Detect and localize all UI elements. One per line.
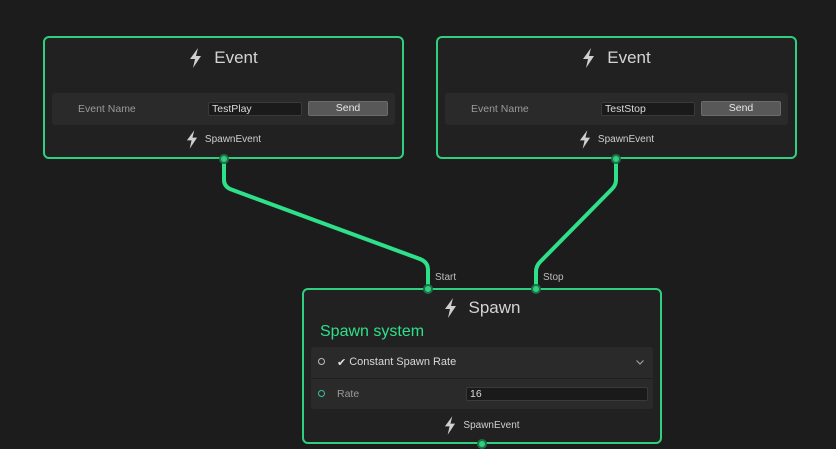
output-port-spawn[interactable] [477, 439, 487, 449]
output-port-teststop[interactable] [611, 154, 621, 164]
output-label: SpawnEvent [204, 133, 262, 145]
lightning-bolt-icon [186, 129, 198, 149]
event-name-input[interactable]: TestStop [601, 102, 695, 116]
input-port-stop[interactable] [531, 284, 541, 294]
spawn-block: ✔ Constant Spawn Rate Rate 16 [311, 347, 653, 409]
chevron-down-icon[interactable] [636, 357, 644, 368]
connection-wire-stop[interactable] [534, 157, 618, 291]
rate-input[interactable]: 16 [466, 387, 648, 401]
rate-label: Rate [337, 388, 360, 400]
node-title-text: Spawn [468, 298, 521, 317]
event-name-property: Event Name TestPlay Send [52, 93, 395, 125]
node-title: Event [438, 46, 795, 70]
block-radio-icon [318, 358, 325, 365]
event-node-teststop[interactable]: Event Event Name TestStop Send SpawnEven… [436, 36, 797, 159]
property-port-icon[interactable] [318, 390, 325, 397]
block-checkbox-icon[interactable]: ✔ Constant Spawn Rate [337, 356, 456, 369]
output-label: SpawnEvent [463, 419, 520, 431]
lightning-bolt-icon [189, 48, 202, 68]
event-name-property: Event Name TestStop Send [445, 93, 788, 125]
connection-wire-start[interactable] [222, 157, 430, 291]
node-title: Event [45, 46, 402, 70]
input-port-start[interactable] [423, 284, 433, 294]
event-name-label: Event Name [78, 103, 136, 115]
rate-property: Rate 16 [311, 379, 653, 409]
node-title: Spawn [304, 296, 660, 320]
block-header[interactable]: ✔ Constant Spawn Rate [311, 347, 653, 377]
event-name-input[interactable]: TestPlay [208, 102, 302, 116]
output-label: SpawnEvent [597, 133, 655, 145]
block-divider [311, 378, 653, 379]
event-name-label: Event Name [471, 103, 529, 115]
output-slot: SpawnEvent [304, 415, 660, 435]
system-name-label[interactable]: Spawn system [320, 323, 425, 340]
block-label: Constant Spawn Rate [349, 356, 457, 368]
lightning-bolt-icon [444, 415, 456, 435]
output-port-testplay[interactable] [219, 154, 229, 164]
check-icon: ✔ [337, 356, 347, 369]
send-button[interactable]: Send [701, 101, 781, 116]
output-slot: SpawnEvent [45, 129, 402, 149]
output-slot: SpawnEvent [438, 129, 795, 149]
node-title-text: Event [214, 48, 258, 67]
lightning-bolt-icon [444, 298, 457, 318]
spawn-node[interactable]: Spawn Spawn system ✔ Constant Spawn Rate… [302, 288, 662, 444]
send-button[interactable]: Send [308, 101, 388, 116]
input-port-label-start: Start [435, 272, 457, 283]
event-node-testplay[interactable]: Event Event Name TestPlay Send SpawnEven… [43, 36, 404, 159]
node-title-text: Event [607, 48, 651, 67]
input-port-label-stop: Stop [543, 272, 564, 283]
lightning-bolt-icon [582, 48, 595, 68]
lightning-bolt-icon [579, 129, 591, 149]
